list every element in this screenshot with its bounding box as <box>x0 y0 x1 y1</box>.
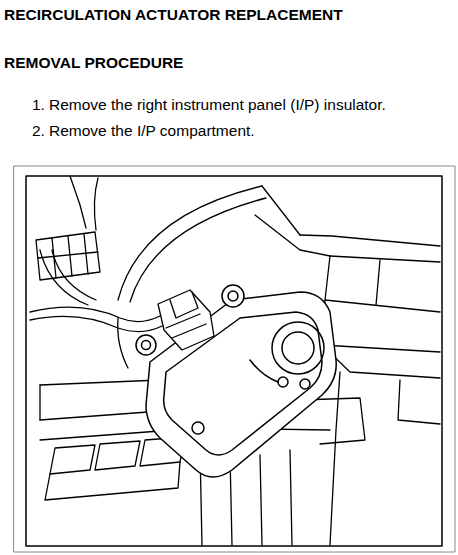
step-text: Remove the I/P compartment. <box>49 122 255 140</box>
hvac-case-right <box>322 256 440 545</box>
electrical-connector <box>158 290 214 350</box>
inner-frame <box>26 176 442 546</box>
step-text: Remove the right instrument panel (I/P) … <box>49 96 386 114</box>
step-number: 2. <box>32 122 45 140</box>
section-heading: REMOVAL PROCEDURE <box>4 54 183 72</box>
step-number: 1. <box>32 96 45 114</box>
page-title: RECIRCULATION ACTUATOR REPLACEMENT <box>4 6 343 24</box>
hvac-case-top <box>36 176 440 302</box>
wire-harness <box>30 250 162 368</box>
recirculation-actuator <box>136 285 336 477</box>
outer-frame <box>14 166 455 552</box>
